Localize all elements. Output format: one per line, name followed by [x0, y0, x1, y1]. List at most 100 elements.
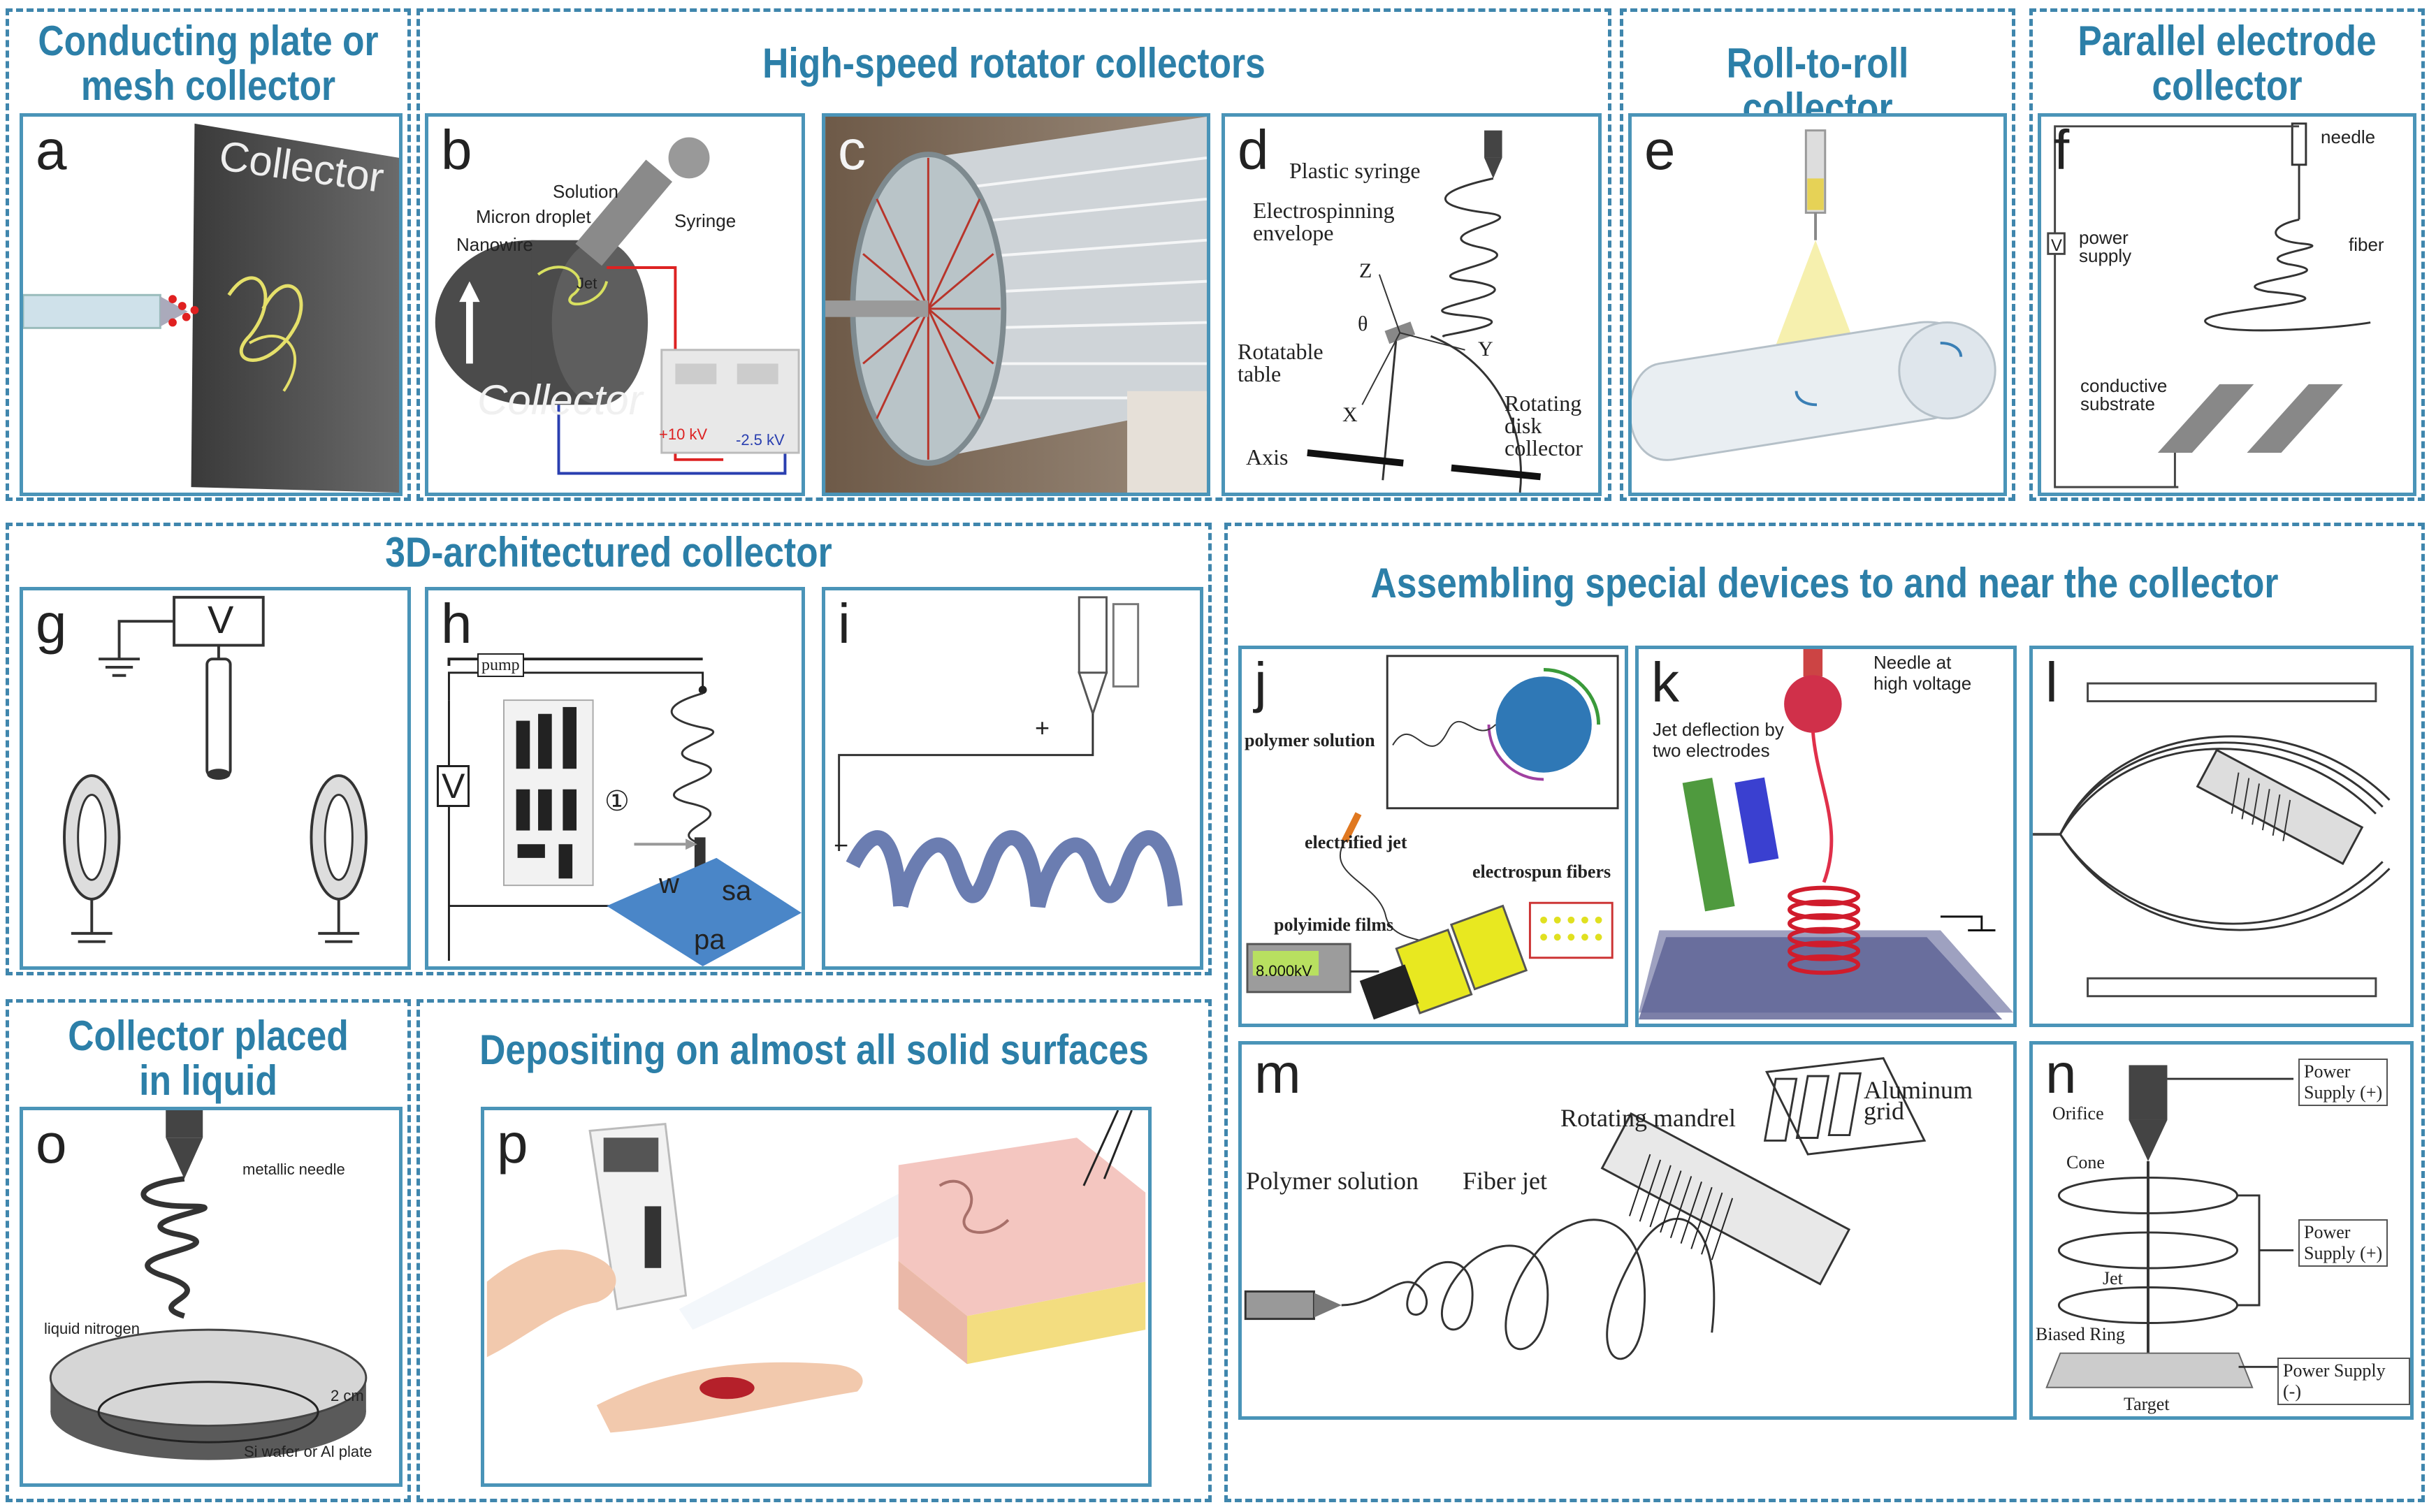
panel-m-fiber-jet: Fiber jet — [1463, 1167, 1547, 1195]
group-title-depositing: Depositing on almost all solid surfaces — [479, 1026, 1149, 1073]
panel-e-label: e — [1644, 119, 1676, 181]
panel-j-polymer: polymer solution — [1245, 730, 1375, 750]
panel-d: d Plastic syringe Electrospinning envelo… — [1221, 113, 1602, 496]
panel-a-label: a — [36, 119, 67, 181]
panel-b-label: b — [441, 119, 472, 181]
panel-f-power: power supply — [2079, 227, 2132, 266]
panel-a: a Collector — [20, 113, 403, 496]
group-parallel: Parallel electrode collector — [2029, 8, 2425, 501]
panel-m-polymer: Polymer solution — [1246, 1167, 1419, 1195]
panel-g: g V — [20, 587, 411, 970]
panel-d-y: Y — [1478, 337, 1493, 361]
panel-n-illustration — [2045, 1065, 2294, 1388]
panel-b-solution: Solution — [553, 181, 618, 202]
group-assembling: Assembling special devices to and near t… — [1224, 523, 2425, 1502]
panel-f: f needle fiber V power supply conductive… — [2038, 113, 2416, 496]
panel-d-envelope: Electrospinning envelope — [1253, 198, 1395, 245]
panel-g-label: g — [36, 593, 67, 655]
panel-d-z: Z — [1359, 259, 1372, 282]
group-3d: 3D-architectured collector — [6, 523, 1212, 975]
panel-k-label: k — [1651, 651, 1679, 713]
panel-g-illustration — [63, 595, 368, 943]
panel-o-illustration — [49, 1110, 368, 1460]
panel-h-pa: pa — [694, 924, 725, 955]
panel-h-pump: pump — [477, 653, 524, 677]
group-title-3d: 3D-architectured collector — [385, 529, 832, 576]
group-depositing: Depositing on almost all solid surfaces — [416, 999, 1212, 1502]
panel-l-illustration — [2033, 682, 2391, 998]
panel-k-needle: Needle at high voltage — [1873, 652, 1972, 694]
panel-n-label: n — [2045, 1042, 2077, 1105]
panel-a-illustration — [23, 123, 399, 493]
panel-h-w: w — [659, 868, 679, 899]
panel-f-label: f — [2054, 119, 2070, 181]
panel-d-theta: θ — [1358, 312, 1368, 335]
panel-c: c — [822, 113, 1210, 496]
group-conducting: Conducting plate or mesh collector — [6, 8, 411, 501]
panel-o-nitrogen: liquid nitrogen — [44, 1320, 140, 1337]
panel-d-label: d — [1238, 119, 1269, 181]
panel-j: j polymer solution electrified jet polyi… — [1238, 646, 1628, 1027]
panel-m-mandrel: Rotating mandrel — [1560, 1104, 1736, 1132]
panel-j-jet: electrified jet — [1305, 832, 1407, 852]
panel-f-fiber: fiber — [2349, 234, 2384, 255]
panel-n-target: Target — [2124, 1394, 2170, 1414]
panel-n-ps2: Power Supply (+) — [2298, 1219, 2388, 1267]
group-rotator: High-speed rotator collectors — [416, 8, 1611, 501]
group-title-assembling: Assembling special devices to and near t… — [1370, 560, 2279, 606]
panel-b-voltage-minus: -2.5 kV — [736, 431, 785, 449]
panel-o-dim: 2 cm — [331, 1387, 364, 1404]
panel-b-illustration — [435, 137, 800, 475]
panel-n-cone: Cone — [2066, 1152, 2105, 1172]
group-title-roll: Roll-to-roll collector — [1726, 40, 1909, 131]
panel-o-wafer: Si wafer or Al plate — [244, 1443, 372, 1460]
panel-n-orifice: Orifice — [2052, 1103, 2104, 1124]
panel-l: l — [2029, 646, 2414, 1027]
panel-j-display: 8.000kV — [1256, 962, 1312, 980]
panel-f-substrate: conductive substrate — [2080, 375, 2168, 414]
panel-m-illustration — [1244, 1057, 1927, 1360]
panel-d-axis: Axis — [1246, 444, 1289, 470]
panel-f-v: V — [2051, 236, 2063, 255]
panel-e-illustration — [1632, 129, 1996, 461]
panel-o: o metallic needle liquid nitrogen 2 cm S… — [20, 1107, 403, 1487]
panel-m-grid: Aluminum grid — [1864, 1076, 1973, 1125]
panel-f-illustration — [2047, 122, 2371, 488]
panel-b-micron-droplet: Micron droplet — [476, 206, 591, 227]
panel-m-label: m — [1254, 1042, 1301, 1105]
panel-b-collector: Collector — [477, 377, 643, 423]
panel-e: e — [1628, 113, 2007, 496]
panel-p-illustration — [486, 1110, 1146, 1433]
group-title-liquid: Collector placed in liquid — [68, 1012, 349, 1104]
panel-d-x: X — [1342, 403, 1358, 426]
panel-d-plastic-syringe: Plastic syringe — [1289, 158, 1421, 183]
panel-n-jet: Jet — [2103, 1268, 2123, 1288]
panel-g-v: V — [208, 597, 234, 641]
panel-j-label: j — [1254, 651, 1267, 713]
group-title-conducting: Conducting plate or mesh collector — [38, 17, 379, 109]
panel-d-disk: Rotating disk collector — [1505, 391, 1583, 460]
panel-n-ps1: Power Supply (+) — [2298, 1059, 2388, 1106]
panel-c-label: c — [838, 119, 866, 181]
panel-f-needle: needle — [2321, 126, 2376, 147]
panel-h-circle1: ① — [604, 786, 630, 817]
panel-b-voltage-plus: +10 kV — [659, 426, 708, 443]
panel-n-ps3: Power Supply (-) — [2277, 1358, 2410, 1405]
panel-h-illustration — [447, 657, 802, 966]
panel-j-fibers: electrospun fibers — [1472, 862, 1611, 882]
panel-h-label: h — [441, 593, 472, 655]
panel-d-table: Rotatable table — [1238, 339, 1324, 386]
panel-k: k Needle at high voltage Jet deflection … — [1635, 646, 2017, 1027]
panel-h: h pump V ① w sa pa — [425, 587, 805, 970]
panel-n-ring: Biased Ring — [2036, 1324, 2125, 1344]
panel-h-v: V — [437, 765, 470, 807]
panel-l-label: l — [2045, 651, 2058, 713]
panel-k-deflection: Jet deflection by two electrodes — [1653, 719, 1784, 761]
panel-b-jet: Jet — [577, 275, 597, 292]
panel-o-needle: metallic needle — [242, 1161, 345, 1178]
panel-m: m Polymer solution Fiber jet Rotating ma… — [1238, 1041, 2017, 1420]
panel-k-illustration — [1639, 649, 2013, 1020]
panel-n: n Orifice Cone Jet Biased Ring Target Po… — [2029, 1041, 2414, 1420]
panel-i-illustration — [838, 596, 1183, 908]
group-title-parallel: Parallel electrode collector — [2078, 17, 2377, 109]
